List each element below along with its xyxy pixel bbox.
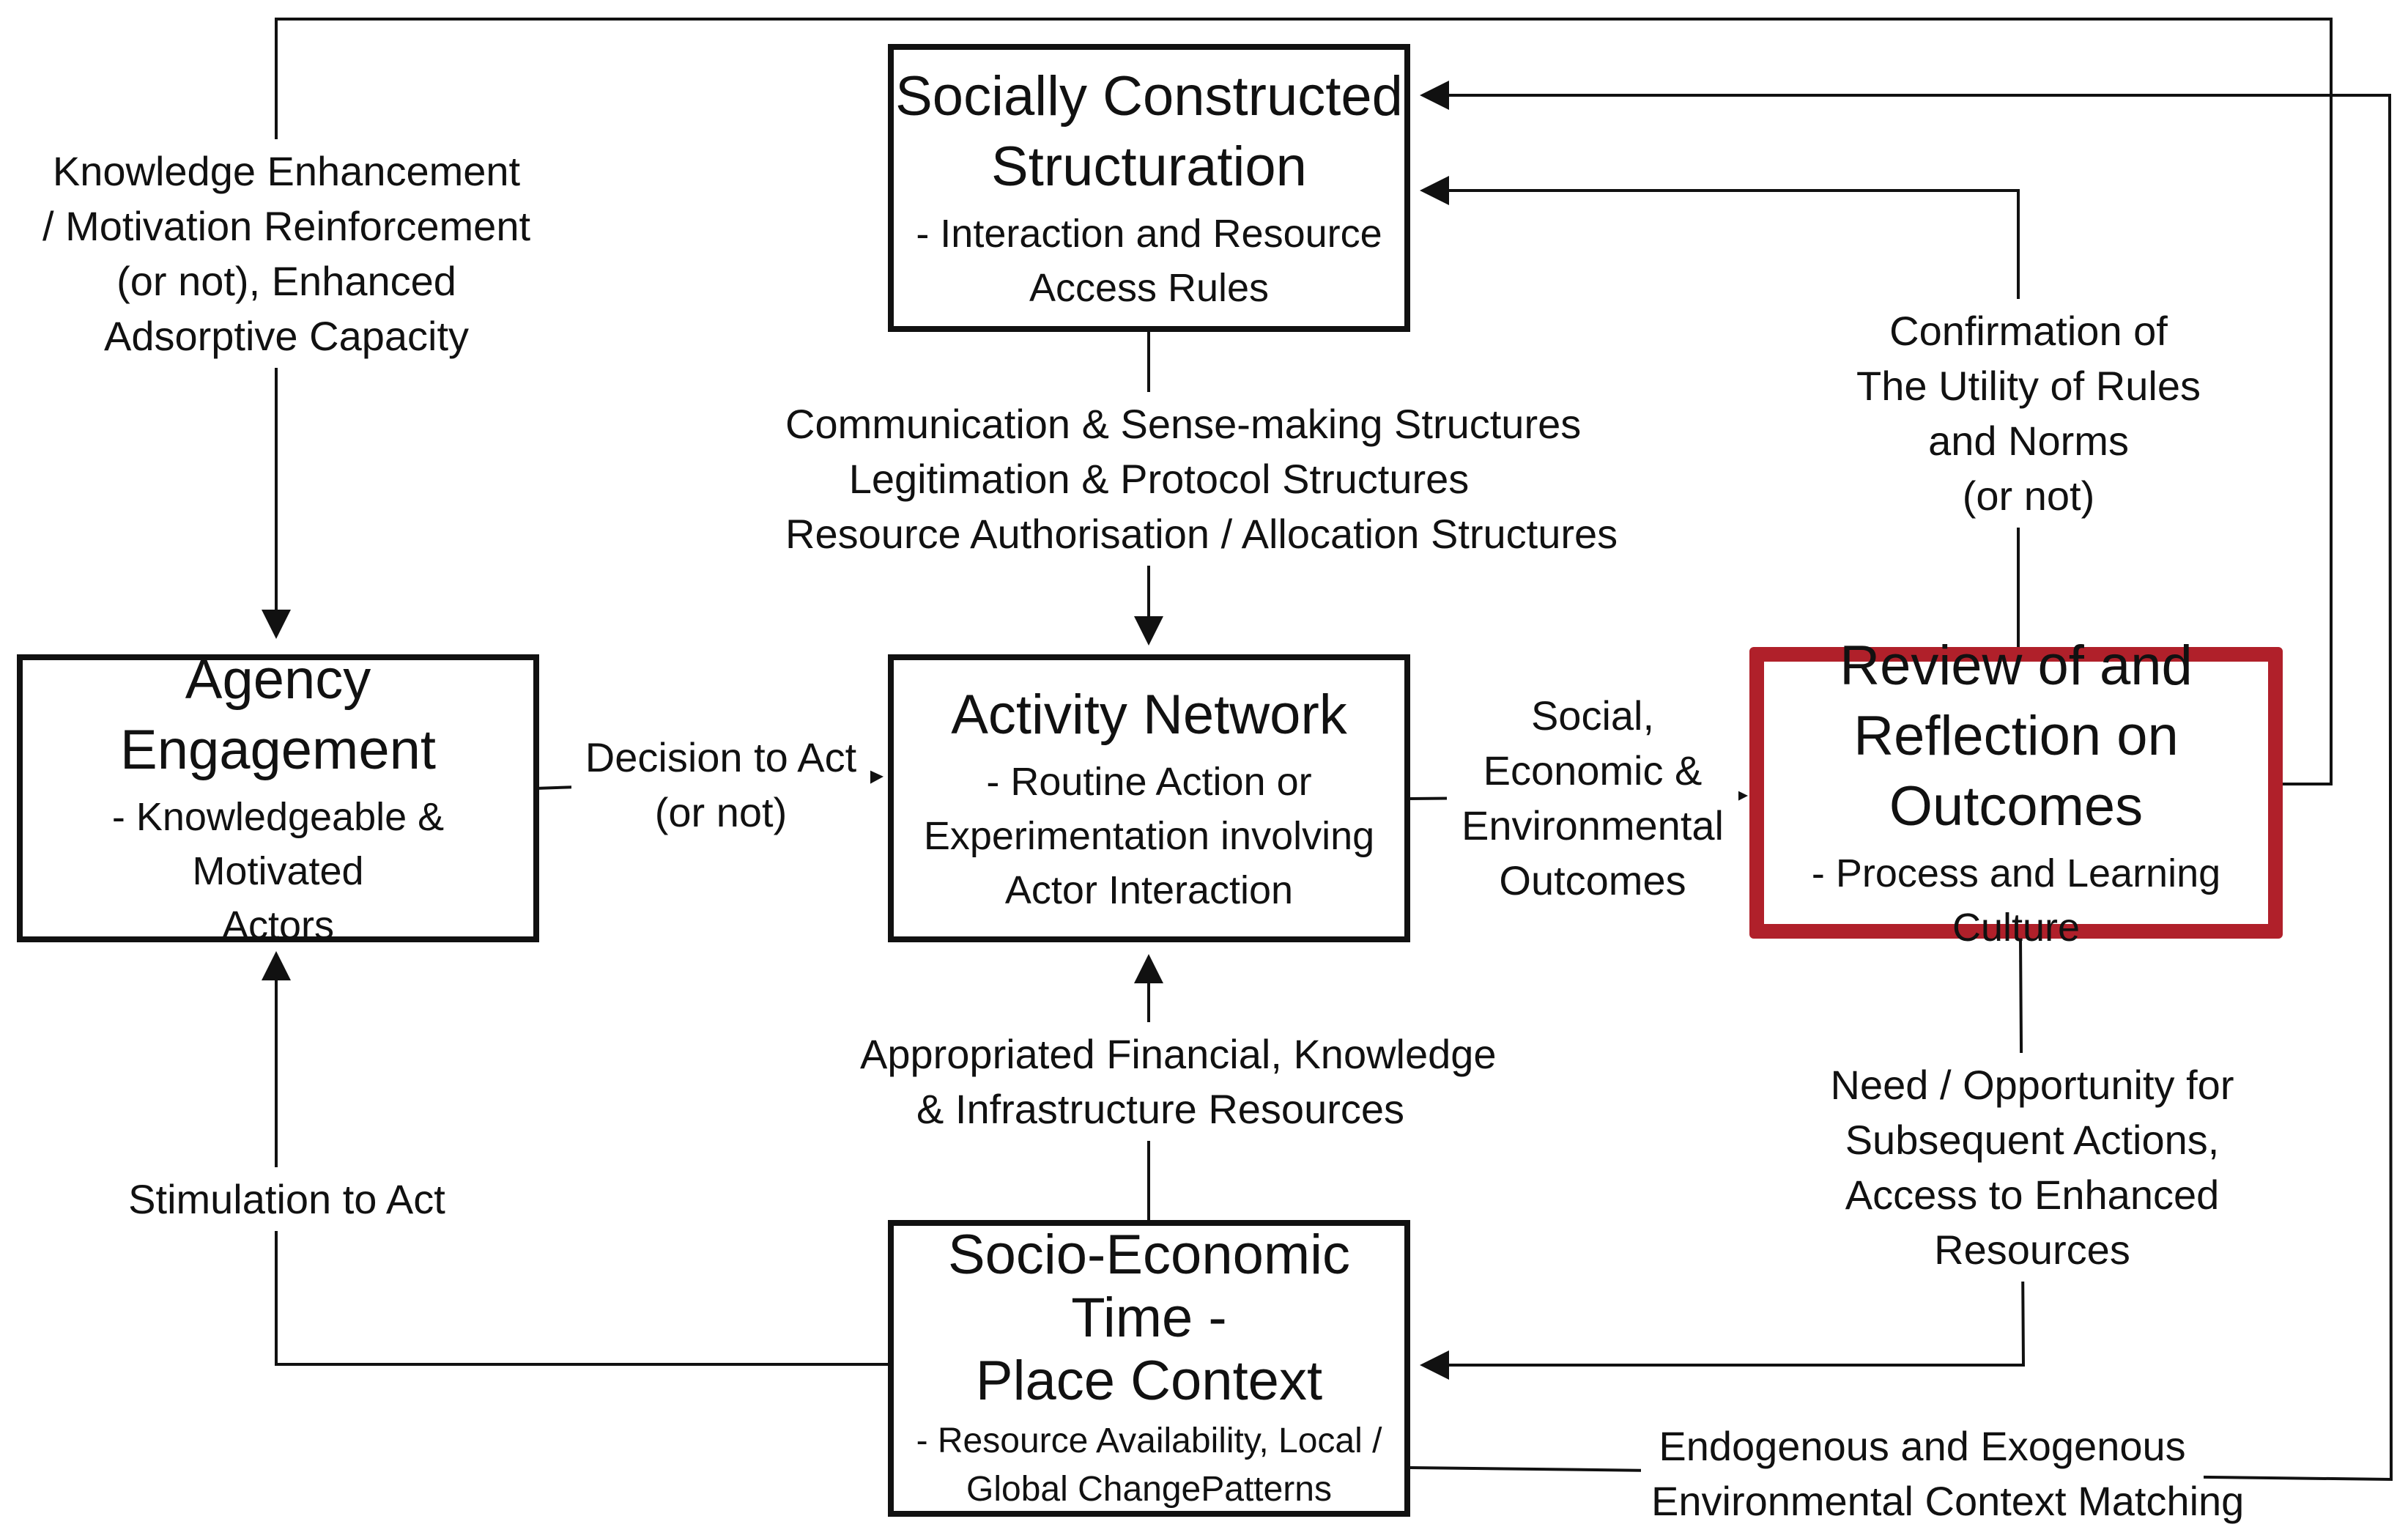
activity-sub-2: Experimentation involving <box>923 813 1375 858</box>
agency-title: Agency Engagement <box>120 648 436 781</box>
review-sub: - Process and Learning Culture <box>1811 851 2221 950</box>
structuration-box: Socially Constructed Structuration - Int… <box>888 44 1410 332</box>
outcomes-line-4: Outcomes <box>1499 857 1686 903</box>
agency-sub-2: Actors <box>221 903 335 947</box>
agency-box: Agency Engagement - Knowledgeable & Moti… <box>17 648 539 947</box>
context-title-2: Place Context <box>975 1349 1323 1412</box>
structuration-sub-1: - Interaction and Resource <box>916 211 1382 256</box>
matching-line-1: Endogenous and Exogenous <box>1659 1423 2186 1469</box>
matching-line-2: Environmental Context Matching <box>1651 1478 2245 1524</box>
review-box: Review of and Reflection on Outcomes - P… <box>1749 635 2283 950</box>
structures-label: Communication & Sense-making Structures … <box>775 392 1618 566</box>
agency-sub-1: - Knowledgeable & Motivated <box>111 794 445 893</box>
need-line-3: Access to Enhanced <box>1845 1172 2220 1218</box>
knowledge-line-3: (or not), Enhanced <box>116 258 456 304</box>
need-line-4: Resources <box>1934 1227 2130 1273</box>
confirmation-line-2: The Utility of Rules <box>1856 363 2201 409</box>
resources-line-2: & Infrastructure Resources <box>916 1086 1405 1132</box>
confirmation-line-3: and Norms <box>1928 418 2129 464</box>
outcomes-line-3: Environmental <box>1462 802 1724 849</box>
knowledge-enhancement-label: Knowledge Enhancement / Motivation Reinf… <box>29 139 544 368</box>
resources-label: Appropriated Financial, Knowledge & Infr… <box>850 1022 1497 1141</box>
knowledge-line-1: Knowledge Enhancement <box>52 148 521 194</box>
structuration-title-1: Socially Constructed <box>895 64 1403 127</box>
confirmation-line-4: (or not) <box>1962 473 2095 519</box>
structuration-title-2: Structuration <box>991 135 1307 198</box>
activity-sub-3: Actor Interaction <box>1004 868 1294 912</box>
context-matching-label: Endogenous and Exogenous Environmental C… <box>1641 1414 2245 1533</box>
outcomes-line-2: Economic & <box>1483 747 1703 794</box>
outcomes-line-1: Social, <box>1530 692 1655 739</box>
stimulation-line-1: Stimulation to Act <box>128 1176 445 1222</box>
need-line-1: Need / Opportunity for <box>1830 1062 2234 1108</box>
structures-line-3: Resource Authorisation / Allocation Stru… <box>785 511 1618 557</box>
context-box: Socio-Economic Time - Place Context - Re… <box>888 1220 1410 1517</box>
decision-line-1: Decision to Act <box>585 734 857 780</box>
outcomes-label: Social, Economic & Environmental Outcome… <box>1447 684 1738 912</box>
knowledge-line-2: / Motivation Reinforcement <box>42 203 531 249</box>
context-sub-2: Global ChangePatterns <box>966 1469 1332 1509</box>
context-sub-1: - Resource Availability, Local / <box>916 1421 1382 1460</box>
confirmation-label: Confirmation of The Utility of Rules and… <box>1817 299 2240 528</box>
activity-title: Activity Network <box>951 683 1347 746</box>
context-title-1: Socio-Economic Time - <box>947 1223 1351 1349</box>
activity-sub-1: - Routine Action or <box>986 759 1312 804</box>
knowledge-line-4: Adsorptive Capacity <box>103 313 469 359</box>
activity-box: Activity Network - Routine Action or Exp… <box>888 654 1410 942</box>
stimulation-arrow <box>262 951 888 1366</box>
decision-label: Decision to Act (or not) <box>571 725 870 844</box>
review-title-2: Reflection on Outcomes <box>1853 705 2179 838</box>
review-title-1: Review of and <box>1840 635 2193 697</box>
decision-line-2: (or not) <box>654 789 788 835</box>
resources-line-1: Appropriated Financial, Knowledge <box>860 1031 1497 1077</box>
structuration-sub-2: Access Rules <box>1029 265 1270 310</box>
structures-line-2: Legitimation & Protocol Structures <box>848 456 1470 502</box>
confirmation-line-1: Confirmation of <box>1889 308 2168 354</box>
structures-line-1: Communication & Sense-making Structures <box>785 401 1582 447</box>
need-opportunity-label: Need / Opportunity for Subsequent Action… <box>1809 1053 2255 1282</box>
stimulation-label: Stimulation to Act <box>103 1167 471 1231</box>
need-line-2: Subsequent Actions, <box>1845 1117 2220 1163</box>
